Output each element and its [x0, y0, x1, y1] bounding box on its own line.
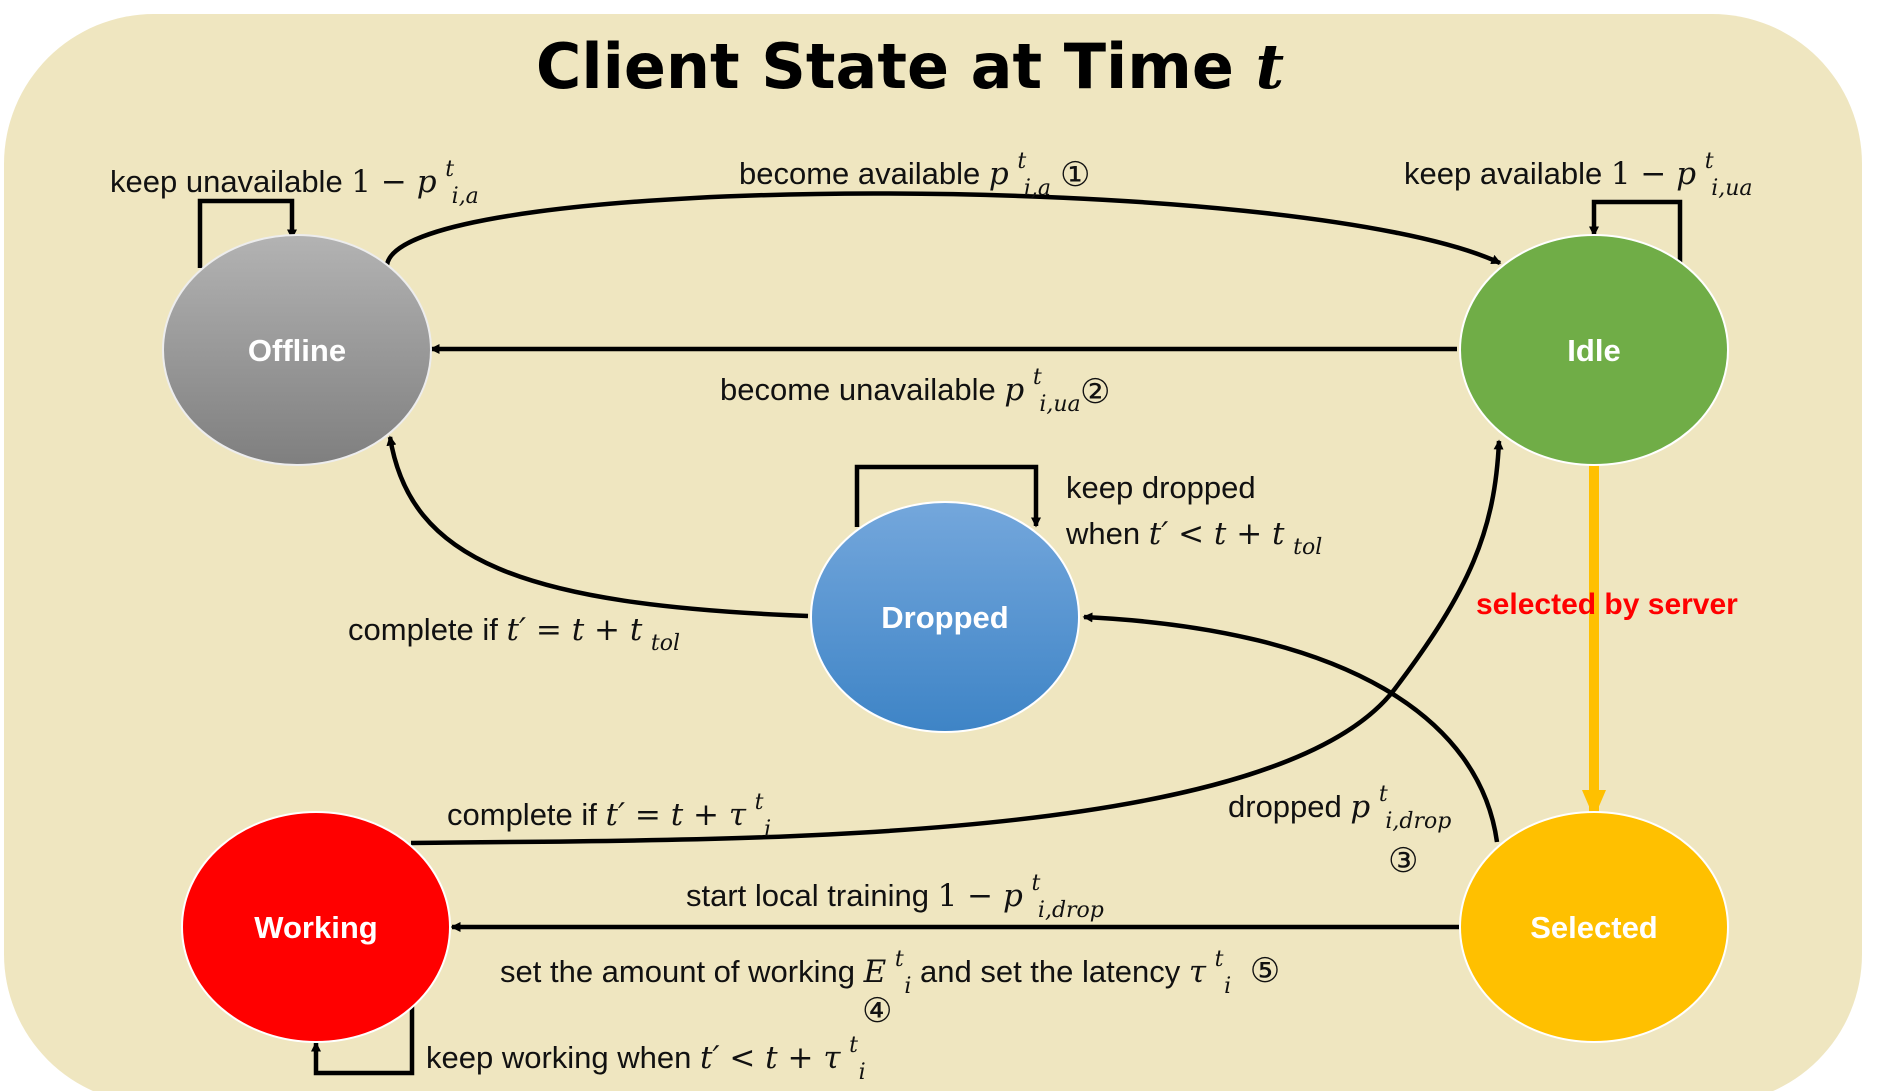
- edge-offline-self-loop: [197, 198, 297, 268]
- label-sup: t: [1379, 782, 1388, 807]
- label-set-amount-latency: set the amount of working E t i and set …: [500, 938, 1280, 1000]
- node-idle[interactable]: Idle: [1459, 234, 1729, 466]
- label-expr: t′ < t + τ: [700, 1040, 841, 1076]
- node-working-label: Working: [254, 910, 377, 945]
- label-text: keep available: [1404, 156, 1611, 191]
- edge-dropped-self-loop: [854, 464, 1041, 528]
- label-expr: t′ = t + τ: [606, 797, 747, 833]
- label-number-4: ④: [862, 991, 892, 1031]
- label-E: E: [863, 954, 887, 990]
- label-sub: i,a: [452, 184, 479, 209]
- diagram-title: Client State at Time t: [536, 30, 1285, 103]
- label-number-5: ⑤: [1250, 951, 1280, 991]
- node-selected-label: Selected: [1530, 910, 1658, 945]
- label-sup-2: t: [1215, 947, 1224, 972]
- label-sup: t: [895, 947, 904, 972]
- label-sub: i: [764, 817, 771, 842]
- node-offline-label: Offline: [248, 333, 346, 368]
- edge-dropped-to-offline: [386, 435, 809, 619]
- edge-idle-self-loop: [1589, 199, 1683, 267]
- label-sub: i,ua: [1039, 392, 1080, 417]
- label-keep-dropped-line2: when t′ < t + t tol: [1065, 516, 1322, 560]
- edge-working-self-loop: [311, 1000, 415, 1076]
- label-sup: t: [1017, 149, 1026, 174]
- label-sup: t: [1033, 365, 1042, 390]
- label-number-3: ③: [1388, 841, 1418, 881]
- label-expr: t′ = t + t: [507, 612, 643, 648]
- label-sub: i,drop: [1038, 898, 1104, 923]
- title-text: Client State at Time: [536, 30, 1234, 103]
- label-tau: τ: [1189, 954, 1207, 990]
- label-complete-tau: complete if t′ = t + τ t i: [447, 781, 772, 842]
- label-p: p: [1350, 789, 1370, 825]
- label-text: complete if: [447, 797, 606, 832]
- label-p: p: [1676, 156, 1696, 192]
- label-sup: t: [849, 1033, 858, 1058]
- label-start-training: start local training 1 − p t i,drop: [686, 862, 1104, 923]
- node-offline[interactable]: Offline: [162, 234, 432, 466]
- label-sub: i,a: [1024, 176, 1051, 201]
- label-text: complete if: [348, 612, 507, 647]
- label-sub: tol: [1293, 535, 1322, 560]
- label-sup: t: [755, 790, 764, 815]
- label-p: p: [417, 164, 437, 200]
- label-sub: i,ua: [1711, 176, 1752, 201]
- label-sub: i,drop: [1385, 809, 1451, 834]
- label-p: p: [989, 156, 1009, 192]
- label-sup: t: [1031, 871, 1040, 896]
- node-dropped[interactable]: Dropped: [810, 501, 1080, 733]
- node-idle-label: Idle: [1567, 333, 1620, 368]
- label-text: when: [1065, 516, 1149, 551]
- label-one-minus: 1 −: [351, 164, 416, 200]
- label-become-available: become available p t i,a: [739, 140, 1051, 201]
- label-complete-tol: complete if t′ = t + t tol: [348, 612, 680, 656]
- node-dropped-label: Dropped: [881, 600, 1008, 635]
- label-text: set the amount of working: [500, 954, 864, 989]
- label-dropped: dropped p t i,drop: [1228, 773, 1451, 834]
- label-text: start local training: [686, 878, 938, 913]
- label-sub: i: [904, 974, 911, 999]
- label-p: p: [1003, 878, 1023, 914]
- label-keep-dropped-line1: keep dropped: [1066, 470, 1256, 505]
- node-working[interactable]: Working: [181, 811, 451, 1043]
- label-text: keep working when: [426, 1040, 700, 1075]
- title-variable: t: [1256, 30, 1285, 103]
- label-one-minus: 1 −: [1611, 156, 1676, 192]
- label-text: become available: [739, 156, 989, 191]
- label-selected-by-server: selected by server: [1476, 588, 1738, 621]
- label-text: dropped: [1228, 789, 1350, 824]
- edge-offline-to-idle: [384, 191, 1502, 266]
- label-number-1: ①: [1060, 155, 1090, 195]
- label-sup: t: [1705, 149, 1714, 174]
- label-sup: t: [445, 157, 454, 182]
- node-selected[interactable]: Selected: [1459, 811, 1729, 1043]
- label-text: keep unavailable: [110, 164, 351, 199]
- label-one-minus: 1 −: [938, 878, 1003, 914]
- edge-selected-to-dropped: [1082, 612, 1500, 843]
- label-become-unavailable: become unavailable p t i,ua: [720, 356, 1081, 417]
- label-number-2: ②: [1080, 372, 1110, 412]
- label-text-2: and set the latency: [920, 954, 1189, 989]
- label-p: p: [1004, 372, 1024, 408]
- label-sub: tol: [651, 631, 680, 656]
- label-keep-working: keep working when t′ < t + τ t i: [426, 1024, 867, 1085]
- label-keep-unavailable: keep unavailable 1 − p t i,a: [110, 148, 479, 209]
- label-sub: i: [859, 1060, 866, 1085]
- label-keep-available: keep available 1 − p t i,ua: [1404, 140, 1753, 201]
- edge-working-to-idle: [410, 439, 1504, 846]
- label-expr: t′ < t + t: [1149, 516, 1285, 552]
- label-text: become unavailable: [720, 372, 1004, 407]
- label-sub-2: i: [1224, 974, 1231, 999]
